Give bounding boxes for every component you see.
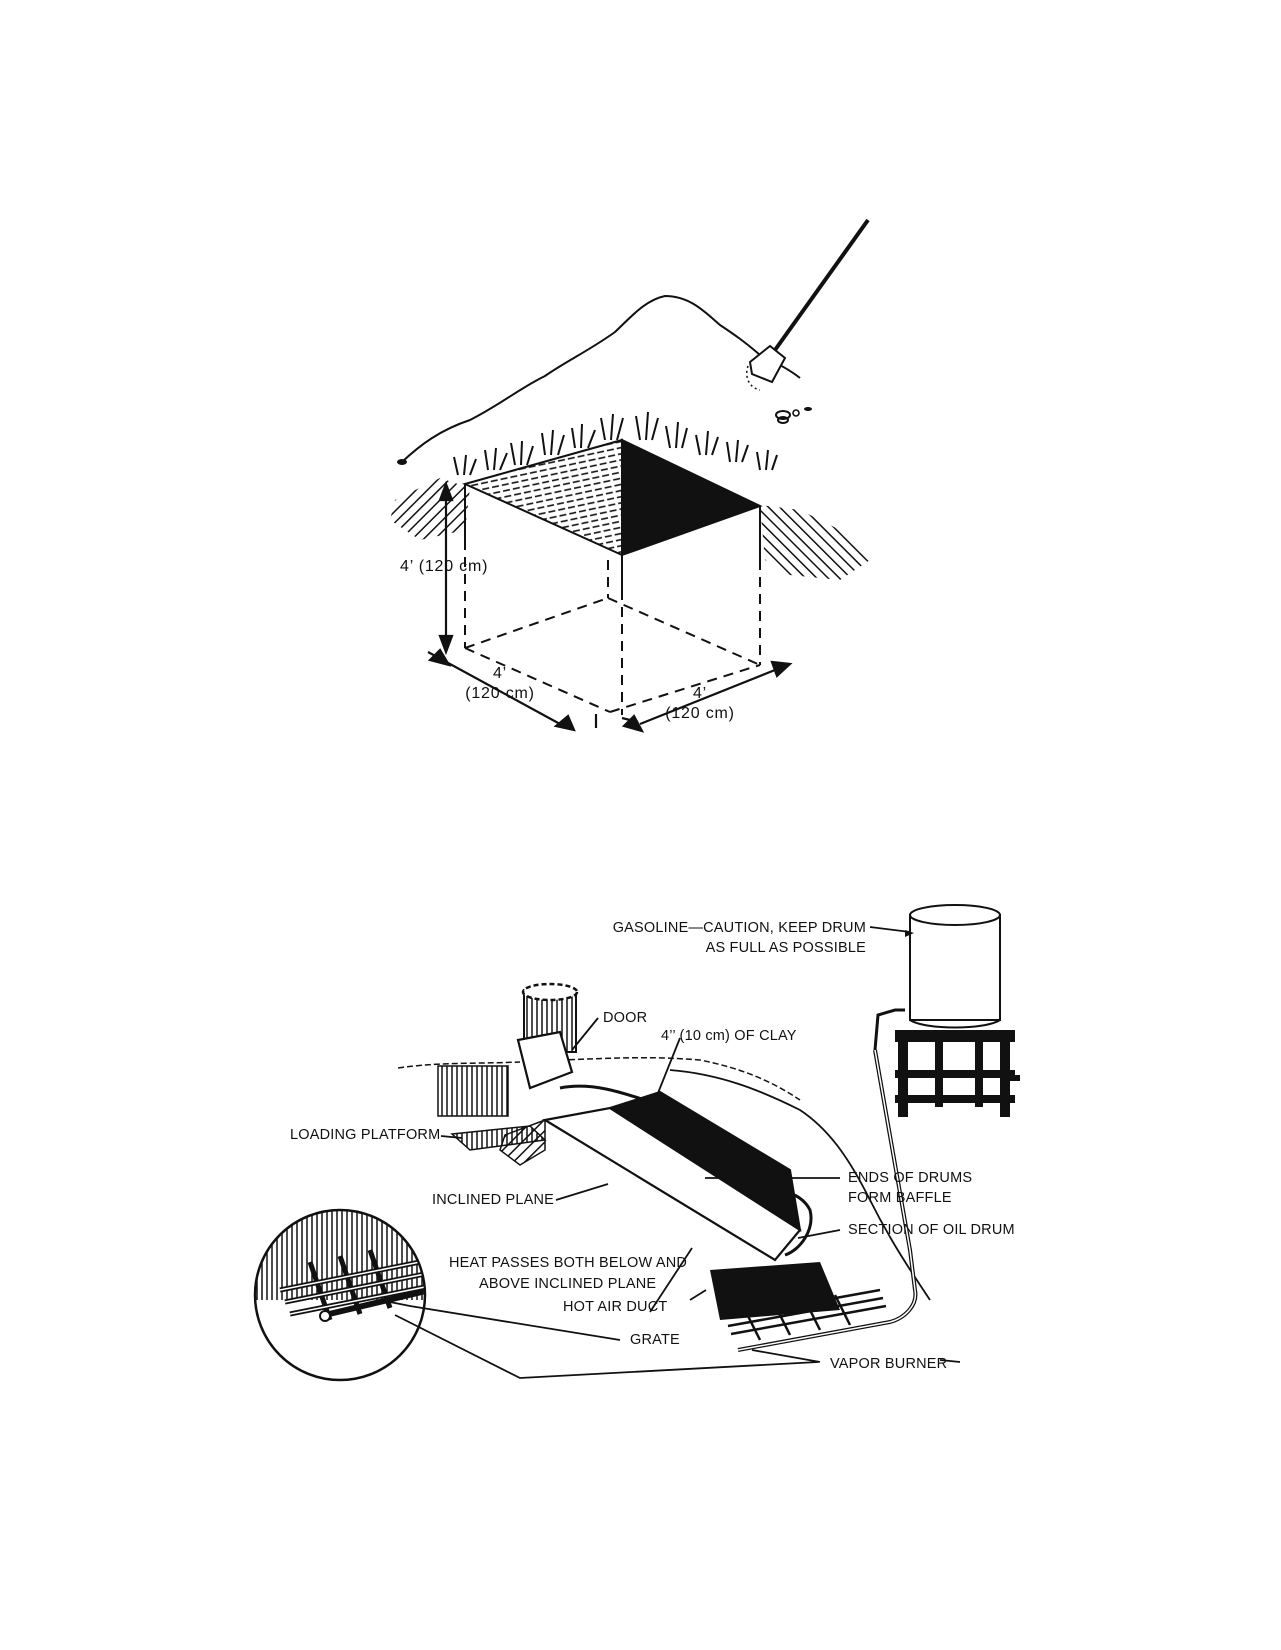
- fuel-line: [873, 1008, 905, 1051]
- label-heat-passes-2: ABOVE INCLINED PLANE: [479, 1276, 657, 1292]
- earth-right: [760, 505, 870, 580]
- label-ends-of-drums: ENDS OF DRUMS: [848, 1170, 973, 1186]
- grate-main: [724, 1288, 887, 1341]
- label-hot-air-duct: HOT AIR DUCT: [563, 1299, 668, 1315]
- label-vapor-burner: VAPOR BURNER: [830, 1356, 948, 1372]
- label-clay: 4’’ (10 cm) OF CLAY: [661, 1028, 797, 1044]
- pit-height-dimension: 4’ (120 cm): [400, 558, 489, 575]
- gasoline-drum-stand: [895, 904, 1020, 1117]
- leader-lines: [379, 926, 961, 1379]
- pit-wall-left: [437, 1065, 509, 1117]
- label-loading-platform: LOADING PLATFORM: [290, 1127, 441, 1143]
- grate-inset: [253, 1208, 427, 1382]
- pebbles: [775, 407, 812, 424]
- soil-mound: [401, 294, 801, 463]
- loading-platform: [450, 1125, 547, 1151]
- label-form-baffle: FORM BAFFLE: [848, 1190, 952, 1206]
- label-section-of-oil-drum: SECTION OF OIL DRUM: [848, 1222, 1015, 1238]
- ground-surface: [397, 1056, 801, 1101]
- pit-figure: [390, 218, 870, 733]
- pit-width-dimension-2-metric: (120 cm): [665, 705, 735, 722]
- earth-left: [390, 478, 470, 540]
- pit-width-dimension-1: 4’: [492, 665, 508, 682]
- pit-width-dimension-2: 4’: [692, 685, 708, 702]
- label-gasoline-2: AS FULL AS POSSIBLE: [705, 940, 866, 956]
- label-grate: GRATE: [630, 1332, 680, 1348]
- firebox: [710, 1262, 840, 1320]
- label-door: DOOR: [603, 1010, 648, 1026]
- oil-drum-section: [758, 1189, 813, 1257]
- pit-right-face: [621, 438, 763, 557]
- pit-width-dimension-1-metric: (120 cm): [465, 685, 535, 702]
- pit-dimension-arrows: [427, 480, 793, 733]
- grass: [453, 411, 778, 476]
- pit-dashed-edges: [464, 540, 761, 715]
- pit-left-face: [462, 438, 623, 557]
- label-gasoline: GASOLINE—CAUTION, KEEP DRUM: [612, 920, 866, 936]
- label-heat-passes: HEAT PASSES BOTH BELOW AND: [449, 1255, 688, 1271]
- door-panel: [516, 1030, 574, 1090]
- label-inclined-plane: INCLINED PLANE: [432, 1192, 555, 1208]
- shovel-icon: [746, 218, 870, 391]
- incinerator-figure: [253, 904, 1020, 1382]
